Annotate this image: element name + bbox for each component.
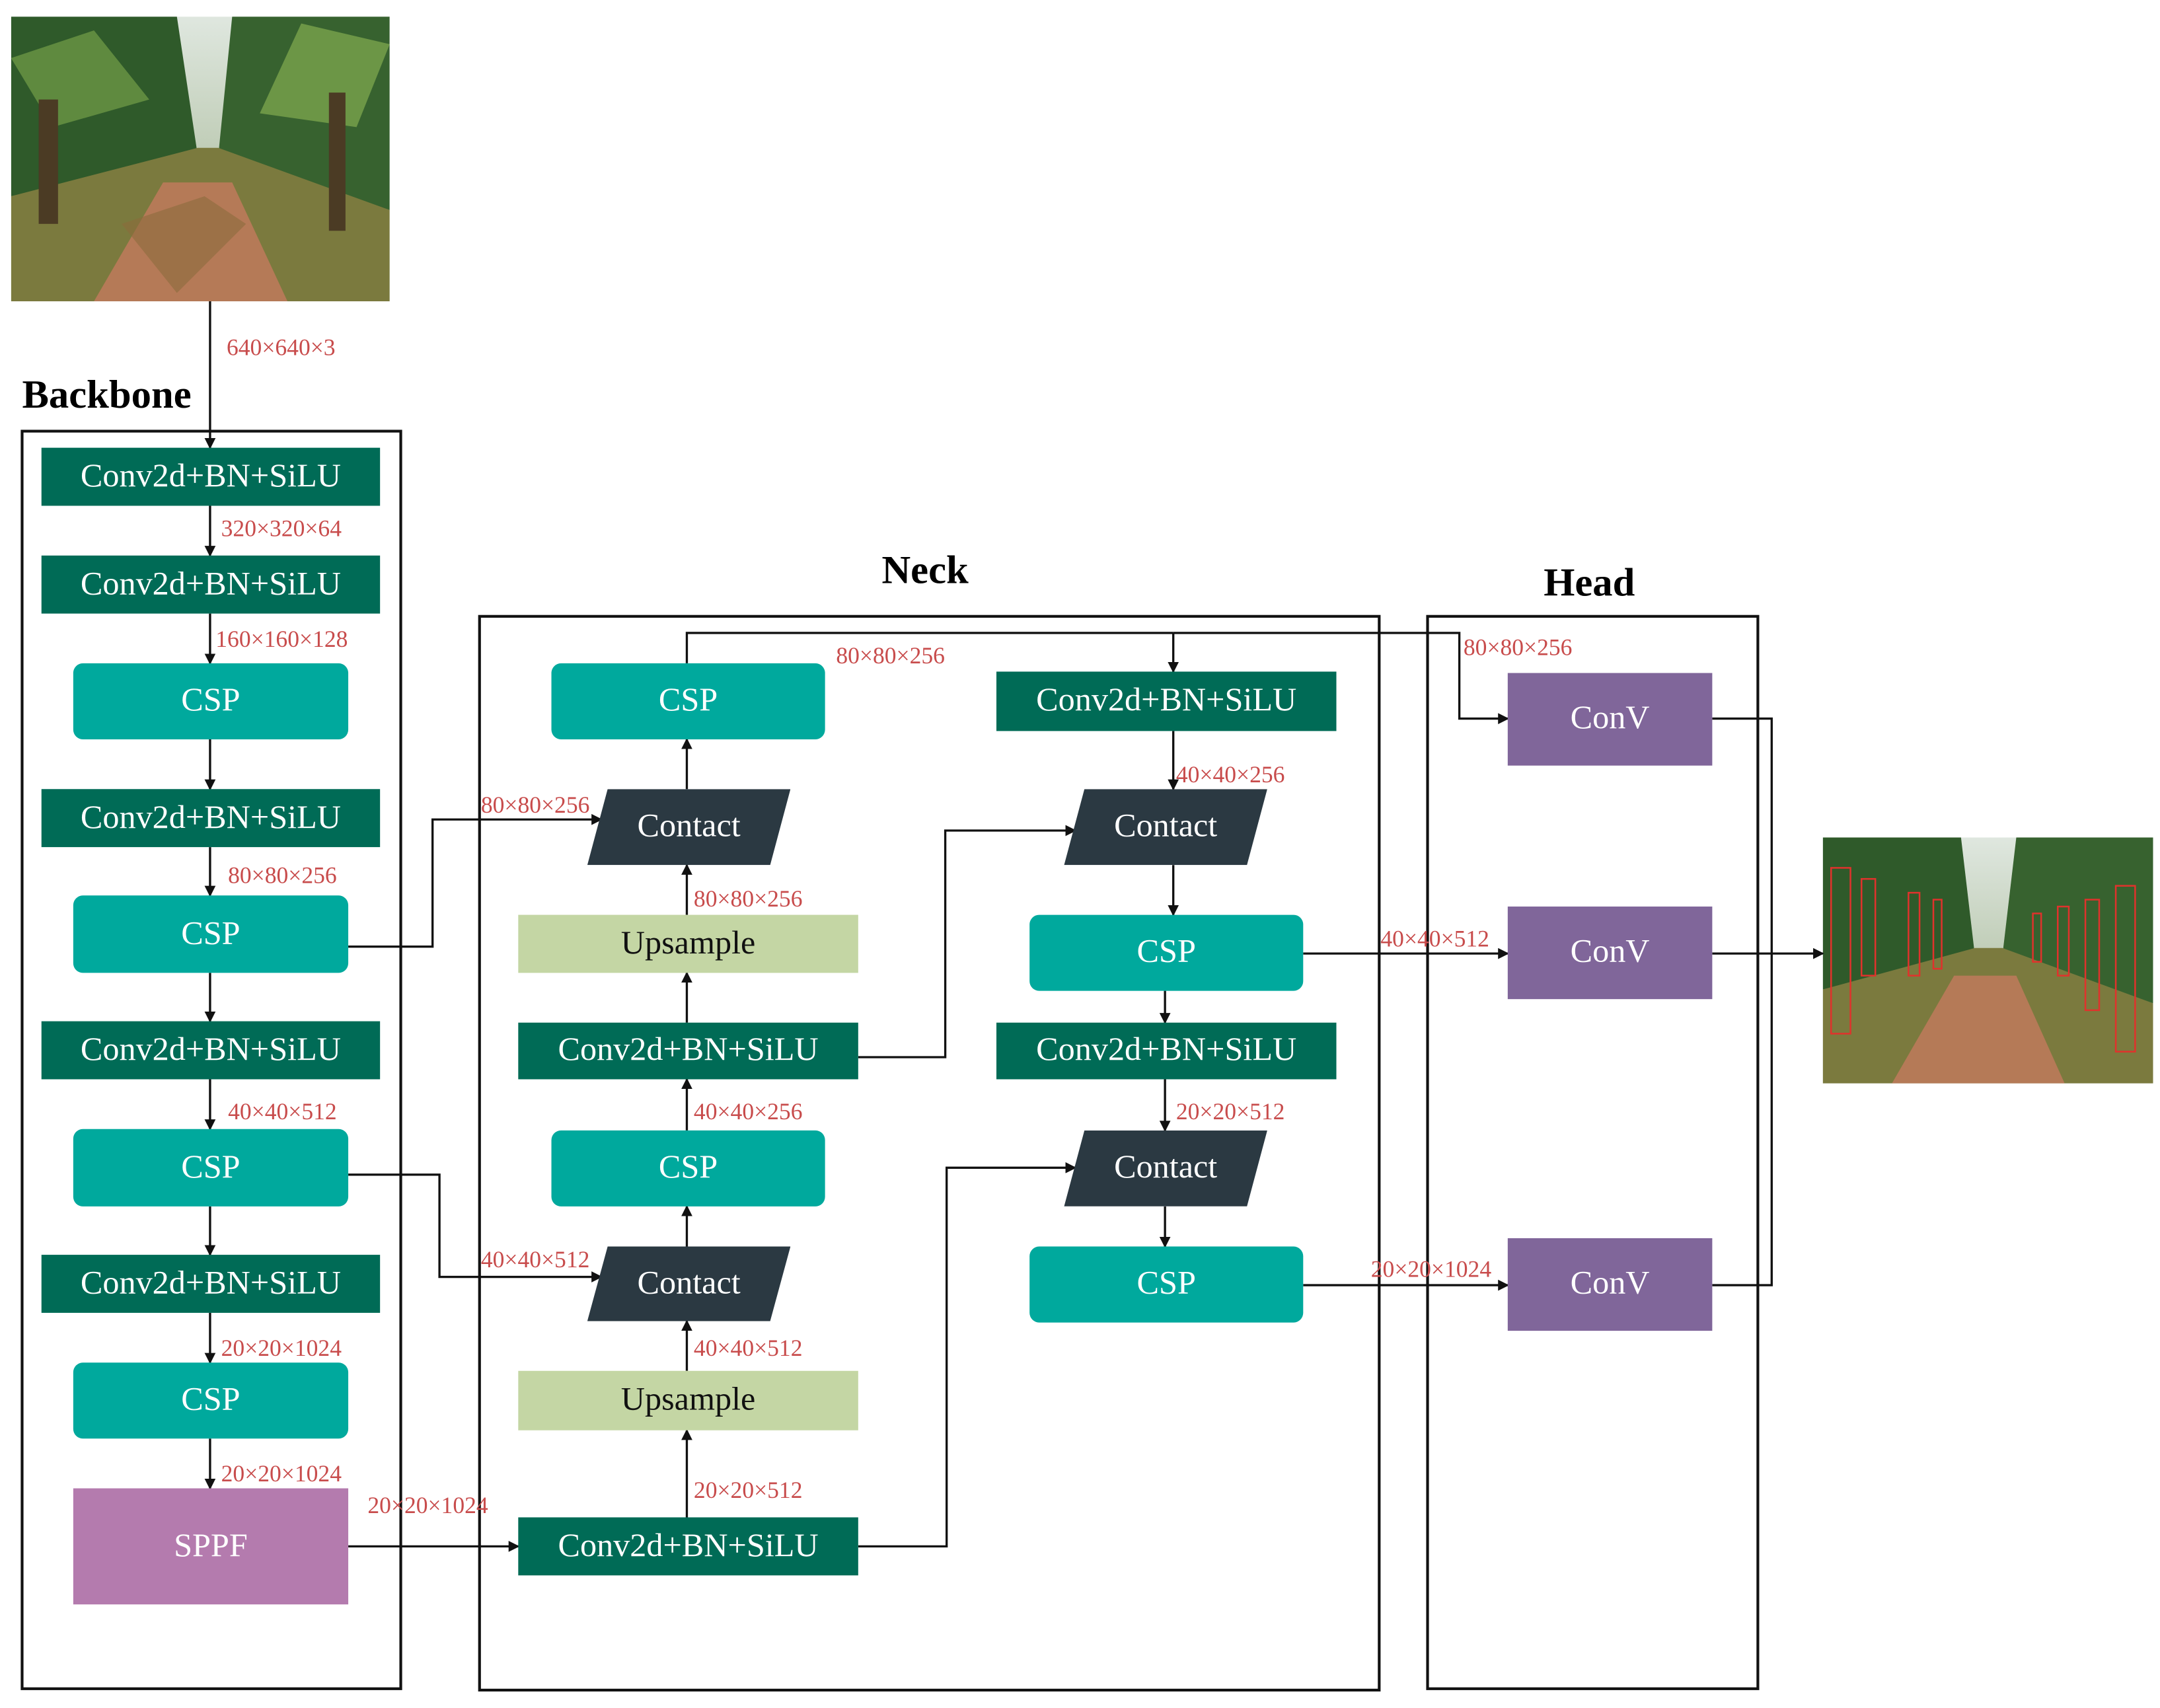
- backbone-csp-2: CSP: [73, 895, 349, 973]
- dim-head-1: 80×80×256: [1463, 634, 1573, 661]
- neck-csp-top: CSP: [551, 663, 825, 739]
- parallelogram-shape: [1064, 789, 1267, 866]
- backbone-csp-4: CSP: [73, 1362, 349, 1439]
- dim-neck-conv2: 40×40×256: [693, 1098, 803, 1125]
- dim-input: 640×640×3: [227, 334, 336, 361]
- dim-b2: 160×160×128: [215, 626, 348, 653]
- dim-neck-conv3: 20×20×512: [693, 1477, 803, 1504]
- parallelogram-shape: [587, 1246, 791, 1321]
- contact-label: Contact: [1114, 808, 1218, 844]
- head-conv-2: ConV: [1507, 907, 1713, 1000]
- head-title: Head: [1544, 561, 1635, 606]
- dim-b4: 40×40×512: [228, 1098, 337, 1125]
- neck-conv-right-1: Conv2d+BN+SiLU: [996, 671, 1337, 731]
- dim-neck-c2: 40×40×512: [480, 1246, 590, 1273]
- backbone-conv-2: Conv2d+BN+SiLU: [41, 555, 381, 614]
- dim-neck-csp-top: 80×80×256: [836, 642, 945, 669]
- dim-b1: 320×320×64: [221, 515, 342, 542]
- dim-head-2: 40×40×512: [1380, 926, 1489, 953]
- dim-b6: 20×20×1024: [221, 1460, 342, 1487]
- backbone-title: Backbone: [22, 373, 192, 418]
- dim-neck-right-1: 40×40×256: [1175, 761, 1285, 788]
- neck-csp-mid: CSP: [551, 1130, 825, 1207]
- neck-contact-1: Contact: [587, 789, 791, 866]
- parallelogram-shape: [587, 789, 791, 866]
- backbone-conv-1: Conv2d+BN+SiLU: [41, 447, 381, 506]
- dim-b3: 80×80×256: [228, 862, 337, 889]
- head-conv-1: ConV: [1507, 673, 1713, 766]
- dim-neck-right-2: 20×20×512: [1175, 1098, 1285, 1125]
- neck-conv-1: Conv2d+BN+SiLU: [518, 1022, 858, 1080]
- neck-conv-right-2: Conv2d+BN+SiLU: [996, 1022, 1337, 1080]
- sppf-block: SPPF: [73, 1488, 349, 1605]
- backbone-conv-4: Conv2d+BN+SiLU: [41, 1021, 381, 1080]
- neck-contact-2: Contact: [587, 1246, 791, 1321]
- contact-label: Contact: [637, 808, 741, 844]
- contact-label: Contact: [1114, 1150, 1218, 1186]
- neck-conv-2: Conv2d+BN+SiLU: [518, 1517, 858, 1576]
- dim-sppf-out: 20×20×1024: [367, 1492, 488, 1519]
- dim-head-3: 20×20×1024: [1370, 1256, 1492, 1282]
- neck-csp-right-1: CSP: [1029, 914, 1304, 991]
- neck-contact-3: Contact: [1064, 789, 1267, 866]
- dim-neck-c1: 80×80×256: [480, 792, 590, 819]
- neck-contact-4: Contact: [1064, 1130, 1267, 1207]
- neck-csp-right-2: CSP: [1029, 1246, 1304, 1323]
- neck-title: Neck: [881, 548, 969, 593]
- neck-upsample-1: Upsample: [518, 914, 858, 973]
- dim-neck-up1: 80×80×256: [693, 885, 803, 912]
- neck-upsample-2: Upsample: [518, 1370, 858, 1430]
- dim-b5: 20×20×1024: [221, 1335, 342, 1362]
- backbone-conv-3: Conv2d+BN+SiLU: [41, 789, 381, 848]
- backbone-frame: [20, 429, 402, 1690]
- parallelogram-shape: [1064, 1130, 1267, 1207]
- backbone-csp-1: CSP: [73, 663, 349, 739]
- head-conv-3: ConV: [1507, 1238, 1713, 1331]
- head-frame: [1426, 614, 1760, 1690]
- output-image: [1822, 837, 2153, 1084]
- dim-neck-up2: 40×40×512: [693, 1335, 803, 1362]
- backbone-csp-3: CSP: [73, 1129, 349, 1207]
- input-image: [11, 17, 390, 301]
- contact-label: Contact: [637, 1265, 741, 1302]
- neck-frame: [478, 614, 1381, 1691]
- backbone-conv-5: Conv2d+BN+SiLU: [41, 1255, 381, 1313]
